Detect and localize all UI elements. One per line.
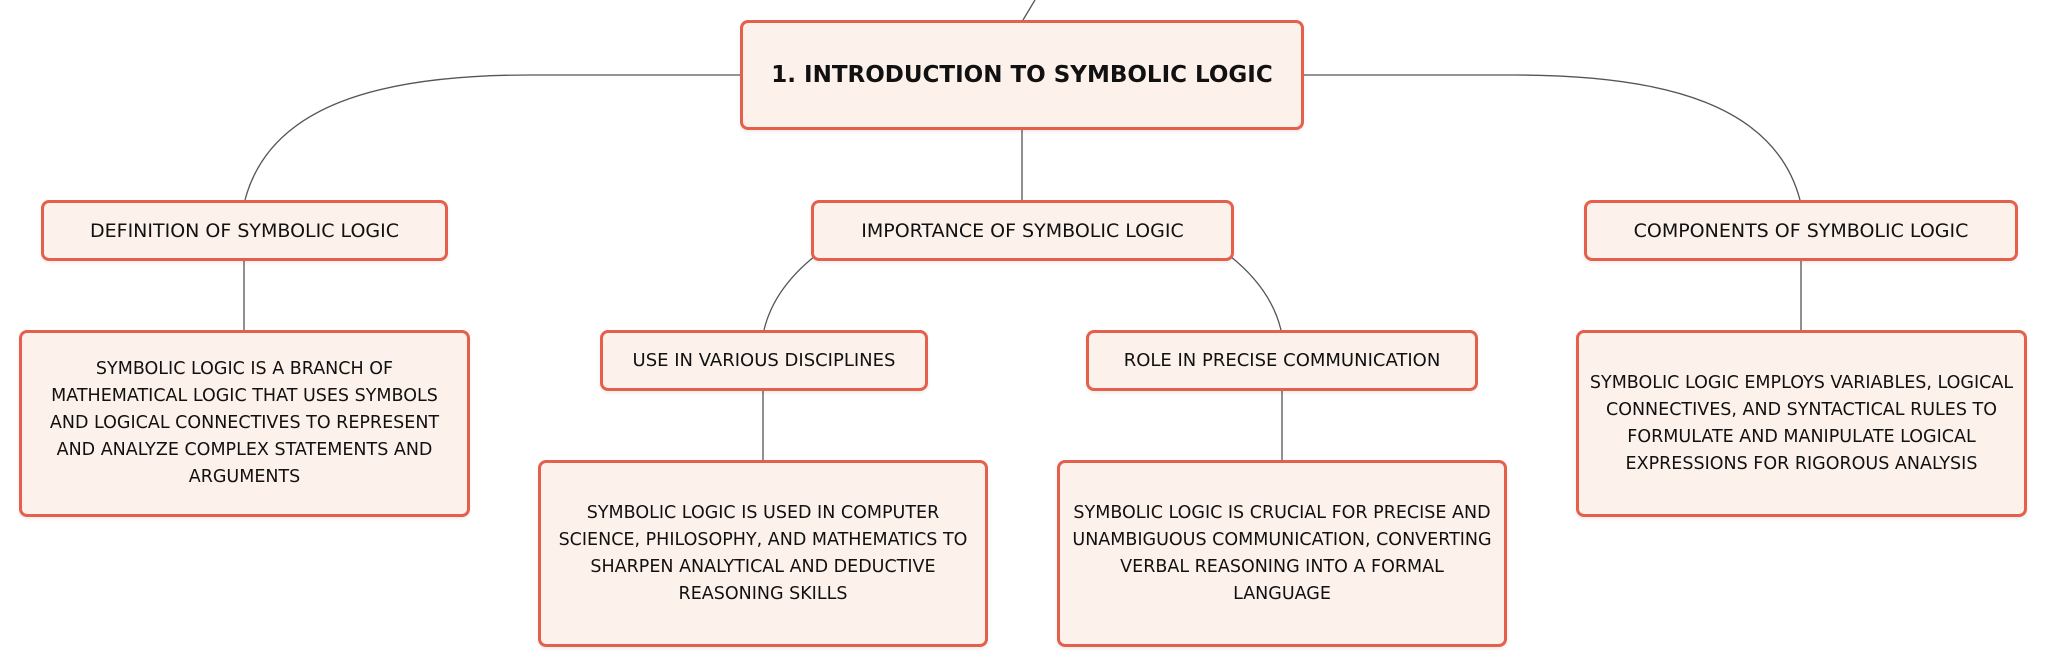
communication-detail-node[interactable]: SYMBOLIC LOGIC IS CRUCIAL FOR PRECISE AN… [1057, 460, 1507, 647]
communication-subtopic-node[interactable]: ROLE IN PRECISE COMMUNICATION [1086, 330, 1478, 391]
components-detail-node[interactable]: SYMBOLIC LOGIC EMPLOYS VARIABLES, LOGICA… [1576, 330, 2027, 517]
definition-detail-node[interactable]: SYMBOLIC LOGIC IS A BRANCH OF MATHEMATIC… [19, 330, 470, 517]
components-topic-node[interactable]: COMPONENTS OF SYMBOLIC LOGIC [1584, 200, 2018, 261]
disciplines-detail-node[interactable]: SYMBOLIC LOGIC IS USED IN COMPUTER SCIEN… [538, 460, 988, 647]
root-topic-node[interactable]: 1. INTRODUCTION TO SYMBOLIC LOGIC [740, 20, 1304, 130]
importance-topic-label: IMPORTANCE OF SYMBOLIC LOGIC [861, 219, 1184, 242]
components-topic-label: COMPONENTS OF SYMBOLIC LOGIC [1633, 219, 1969, 242]
importance-topic-node[interactable]: IMPORTANCE OF SYMBOLIC LOGIC [811, 200, 1234, 261]
definition-topic-label: DEFINITION OF SYMBOLIC LOGIC [90, 219, 399, 242]
connector-importance-to-disciplines [763, 255, 816, 331]
communication-detail-text: SYMBOLIC LOGIC IS CRUCIAL FOR PRECISE AN… [1072, 502, 1492, 604]
disciplines-subtopic-label: USE IN VARIOUS DISCIPLINES [632, 350, 896, 371]
definition-topic-node[interactable]: DEFINITION OF SYMBOLIC LOGIC [41, 200, 448, 261]
communication-subtopic-label: ROLE IN PRECISE COMMUNICATION [1123, 350, 1441, 371]
connector-parent-stub [1022, 0, 1036, 21]
disciplines-subtopic-node[interactable]: USE IN VARIOUS DISCIPLINES [600, 330, 928, 391]
definition-detail-text: SYMBOLIC LOGIC IS A BRANCH OF MATHEMATIC… [49, 359, 440, 487]
connector-root-to-components [1304, 74, 1801, 201]
components-detail-text: SYMBOLIC LOGIC EMPLOYS VARIABLES, LOGICA… [1589, 372, 2014, 474]
connector-root-to-definition [244, 74, 740, 201]
disciplines-detail-text: SYMBOLIC LOGIC IS USED IN COMPUTER SCIEN… [558, 502, 968, 604]
connector-importance-to-communication [1229, 255, 1282, 331]
root-topic-label: 1. INTRODUCTION TO SYMBOLIC LOGIC [771, 62, 1273, 88]
